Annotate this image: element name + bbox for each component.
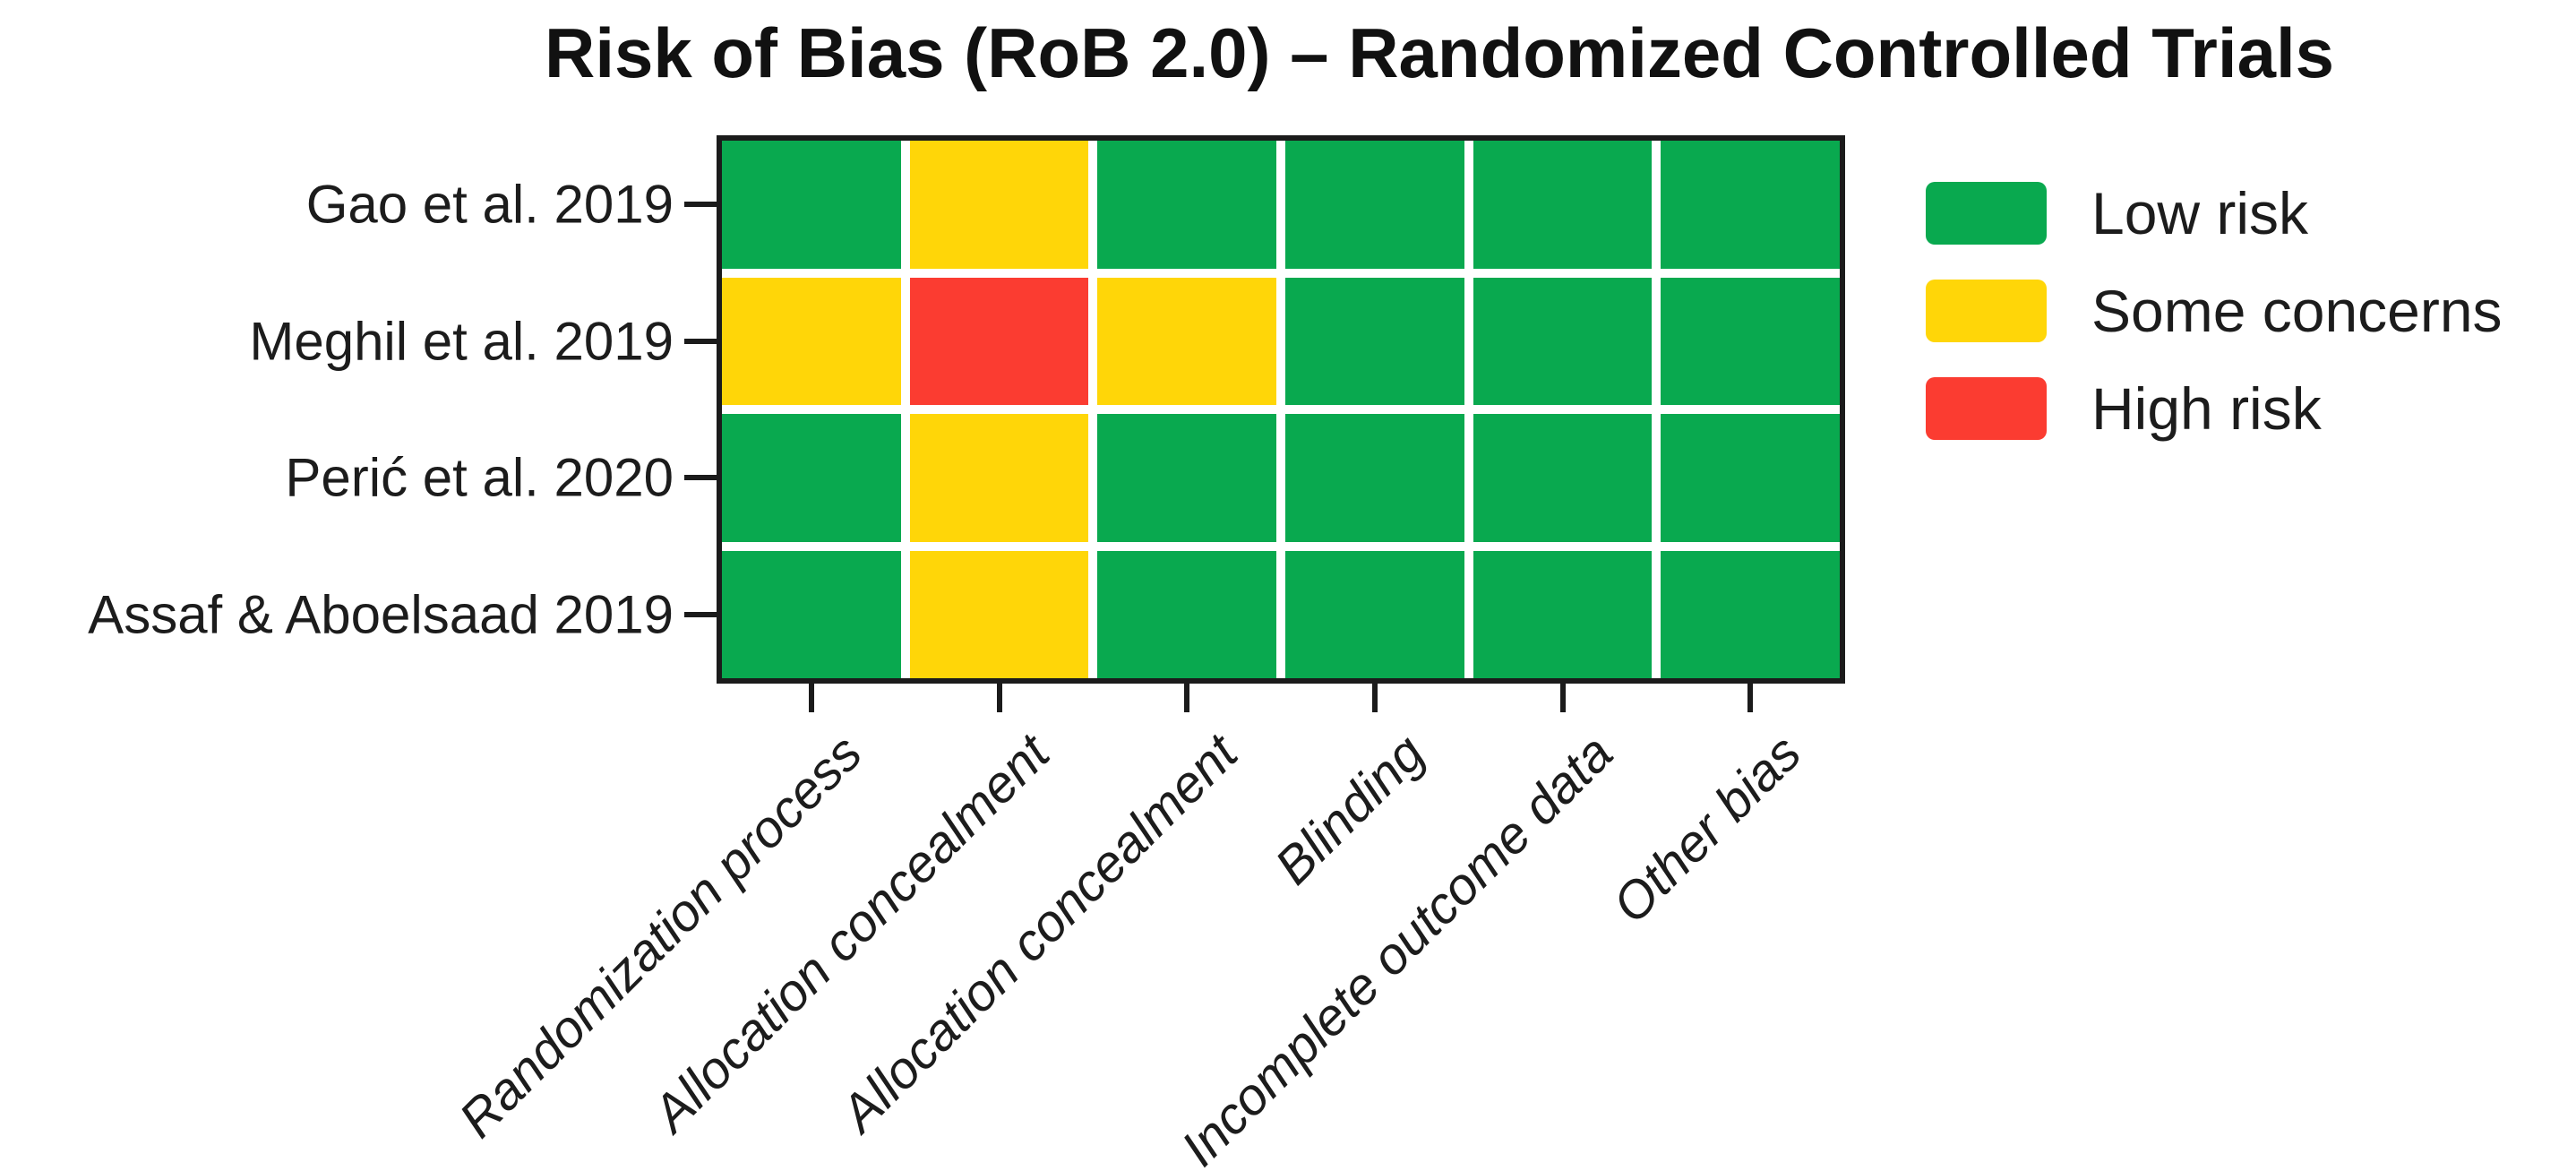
heatmap-cell-r2c5-low-risk <box>1473 277 1653 405</box>
heatmap-cell-r2c2-high-risk <box>909 277 1089 405</box>
heatmap-cell-r4c4-low-risk <box>1285 550 1464 678</box>
x-tick-5 <box>1559 684 1566 712</box>
heatmap-cell-r4c2-some-risk <box>909 550 1089 678</box>
heatmap-cell-r3c4-low-risk <box>1285 414 1464 542</box>
legend-item-some-risk: Some concerns <box>1926 277 2503 345</box>
column-label-4: Blinding <box>1264 723 1437 896</box>
y-tick-3 <box>684 475 717 481</box>
legend-swatch-high-risk <box>1926 377 2047 440</box>
y-tick-4 <box>684 611 717 617</box>
legend-label-some-risk: Some concerns <box>2091 278 2503 344</box>
row-label-3: Perić et al. 2020 <box>285 447 674 508</box>
heatmap-cell-r4c3-low-risk <box>1097 550 1276 678</box>
heatmap-cell-r2c1-some-risk <box>722 277 901 405</box>
heatmap-cell-r1c1-low-risk <box>722 141 901 269</box>
legend-label-high-risk: High risk <box>2091 375 2322 442</box>
chart-title: Risk of Bias (RoB 2.0) – Randomized Cont… <box>544 13 2335 92</box>
heatmap-cell-r1c5-low-risk <box>1473 141 1653 269</box>
heatmap-cell-r4c5-low-risk <box>1473 550 1653 678</box>
y-tick-1 <box>684 202 717 208</box>
x-tick-4 <box>1371 684 1378 712</box>
row-label-4: Assaf & Aboelsaad 2019 <box>88 584 674 645</box>
heatmap-cell-r1c6-low-risk <box>1661 141 1840 269</box>
legend-swatch-low-risk <box>1926 182 2047 245</box>
plot-area <box>717 135 1845 684</box>
row-label-2: Meghil et al. 2019 <box>249 311 674 372</box>
heatmap-cell-r3c1-low-risk <box>722 414 901 542</box>
x-tick-6 <box>1747 684 1754 712</box>
heatmap-cell-r1c3-low-risk <box>1097 141 1276 269</box>
y-tick-2 <box>684 338 717 344</box>
heatmap-cell-r2c4-low-risk <box>1285 277 1464 405</box>
heatmap-grid <box>722 141 1840 678</box>
heatmap-cell-r3c3-low-risk <box>1097 414 1276 542</box>
heatmap-cell-r3c5-low-risk <box>1473 414 1653 542</box>
heatmap-cell-r4c1-low-risk <box>722 550 901 678</box>
legend-swatch-some-risk <box>1926 280 2047 342</box>
heatmap-cell-r2c6-low-risk <box>1661 277 1840 405</box>
row-label-1: Gao et al. 2019 <box>305 174 674 235</box>
column-label-6: Other bias <box>1601 723 1812 934</box>
heatmap-cell-r3c6-low-risk <box>1661 414 1840 542</box>
heatmap-cell-r1c2-some-risk <box>909 141 1089 269</box>
x-tick-2 <box>996 684 1002 712</box>
heatmap-cell-r3c2-some-risk <box>909 414 1089 542</box>
legend-item-high-risk: High risk <box>1926 375 2503 443</box>
heatmap-cell-r1c4-low-risk <box>1285 141 1464 269</box>
x-tick-3 <box>1184 684 1190 712</box>
legend-item-low-risk: Low risk <box>1926 179 2503 247</box>
x-tick-1 <box>808 684 814 712</box>
legend-label-low-risk: Low risk <box>2091 180 2309 246</box>
heatmap-cell-r2c3-some-risk <box>1097 277 1276 405</box>
heatmap-cell-r4c6-low-risk <box>1661 550 1840 678</box>
